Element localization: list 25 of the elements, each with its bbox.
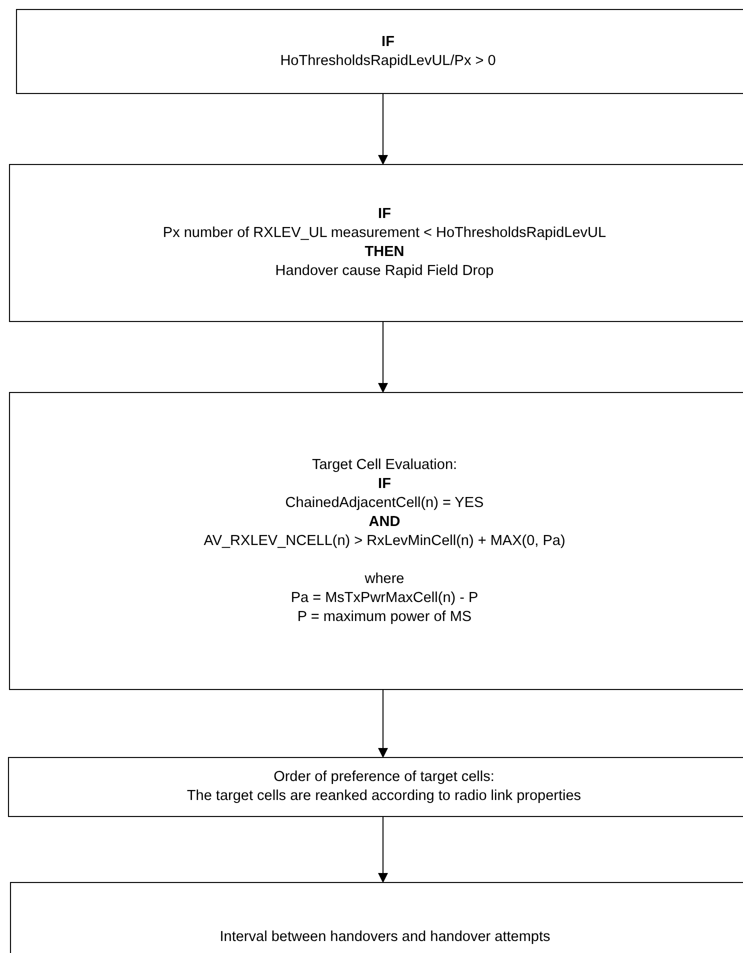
box-text: AV_RXLEV_NCELL(n) > RxLevMinCell(n) + MAX(0, Pa): [204, 532, 566, 550]
box-text: where: [364, 570, 404, 588]
box-text: Order of preference of target cells:: [274, 768, 494, 787]
box-text: THEN: [364, 243, 404, 262]
arrow: [378, 322, 388, 393]
box-text: Target Cell Evaluation:: [312, 456, 458, 474]
box-text: HoThresholdsRapidLevUL/Px > 0: [280, 52, 496, 70]
process-box: [9, 392, 743, 690]
box-text: Pa = MsTxPwrMaxCell(n) - P: [290, 588, 478, 608]
process-box: [9, 164, 743, 322]
box-text: Handover cause Rapid Field Drop: [275, 262, 494, 281]
box-text: Px number of RXLEV_UL measurement < HoThresholdsRapidLevUL: [162, 224, 606, 243]
process-box: [16, 9, 743, 94]
process-box: [8, 757, 743, 817]
box-text: AND: [368, 512, 400, 532]
box-text: P = maximum power of MS: [297, 608, 472, 626]
box-text: Interval between handovers and handover attempts: [220, 928, 550, 946]
box-text: IF: [382, 32, 394, 52]
box-text: ChainedAdjacentCell(n) = YES: [285, 494, 484, 512]
box-text: IF: [378, 474, 391, 494]
arrow: [378, 816, 388, 883]
arrow: [378, 94, 388, 165]
arrow: [378, 690, 388, 758]
box-text: The target cells are reanked according to radio link properties: [186, 787, 582, 806]
box-text: IF: [378, 205, 391, 224]
